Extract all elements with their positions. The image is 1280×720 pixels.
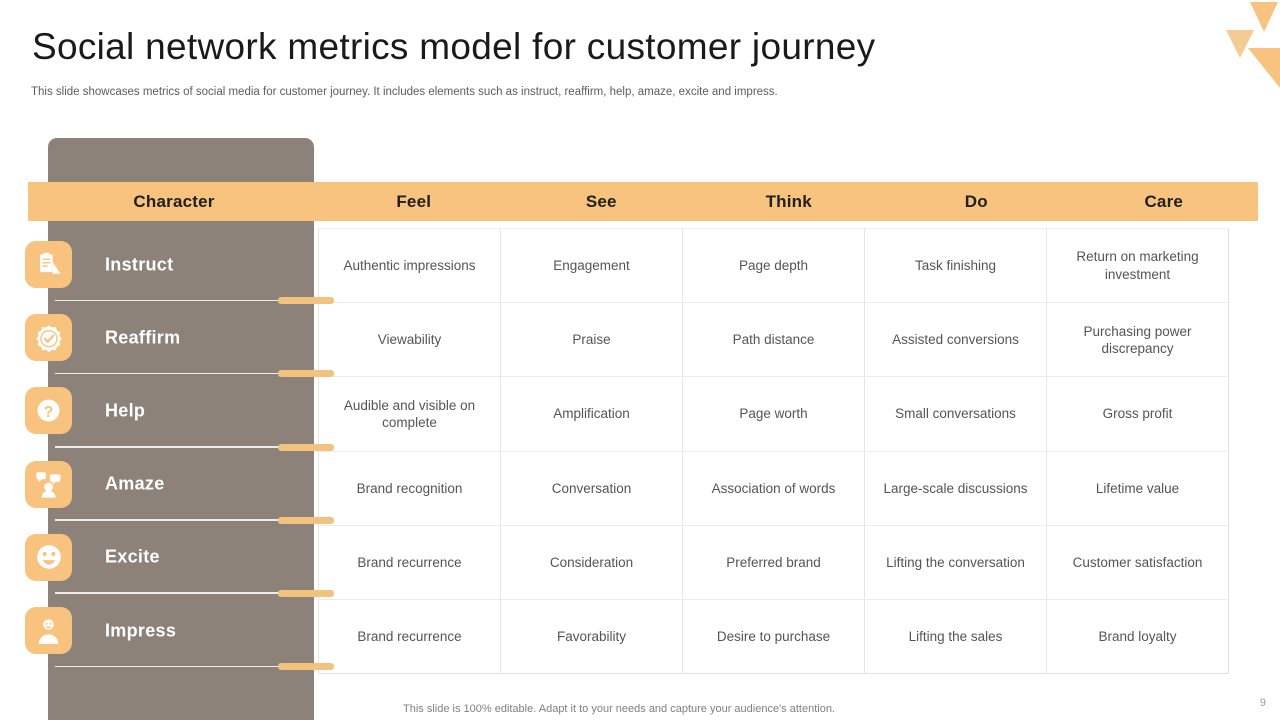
character-label: Excite	[105, 546, 160, 567]
character-row-connector	[278, 663, 334, 671]
table-cell: Association of words	[683, 451, 865, 525]
question-mark-circle-icon: ?	[25, 387, 72, 435]
column-header-feel: Feel	[396, 191, 432, 211]
character-row-connector	[278, 297, 334, 305]
character-row-impress[interactable]: Impress	[0, 594, 340, 671]
column-header-do: Do	[964, 191, 988, 211]
table-cell: Favorability	[501, 599, 683, 674]
smiley-face-icon	[25, 533, 72, 581]
table-cell: Brand recurrence	[319, 599, 501, 674]
character-row-divider	[55, 445, 315, 448]
table-cell: Purchasing power discrepancy	[1047, 303, 1229, 377]
table-cell: Brand recognition	[319, 451, 501, 525]
table-cell: Brand loyalty	[1047, 599, 1229, 674]
character-row-connector	[278, 370, 334, 378]
footer-note: This slide is 100% editable. Adapt it to…	[403, 703, 835, 715]
table-cell: Lifetime value	[1047, 451, 1229, 525]
page-number: 9	[1259, 697, 1266, 709]
clipboard-document-icon	[25, 241, 72, 288]
character-row-divider	[55, 299, 315, 302]
character-row-connector	[278, 516, 334, 524]
character-row-instruct[interactable]: Instruct	[0, 228, 340, 305]
character-row-connector	[278, 443, 334, 451]
check-badge-icon	[25, 314, 72, 362]
character-row-divider	[55, 665, 315, 668]
table-cell: Desire to purchase	[683, 599, 865, 674]
page-title: Social network metrics model for custome…	[32, 26, 876, 67]
page-subtitle: This slide showcases metrics of social m…	[31, 86, 778, 98]
table-cell: Conversation	[501, 451, 683, 525]
character-panel	[48, 138, 314, 720]
table-cell: Small conversations	[865, 377, 1047, 451]
column-header-care: Care	[1144, 191, 1184, 211]
table-cell: Path distance	[683, 303, 865, 377]
column-header-character: Character	[133, 191, 215, 211]
table-cell: Preferred brand	[683, 525, 865, 599]
table-header-row: Character Feel See Think Do Care	[28, 182, 1258, 221]
character-row-divider	[55, 519, 315, 521]
table-cell: Praise	[501, 303, 683, 377]
person-avatar-icon	[25, 607, 72, 654]
character-label: Help	[105, 400, 146, 421]
table-cell: Audible and visible on complete	[319, 377, 501, 451]
table-cell: Lifting the sales	[865, 599, 1047, 674]
table-cell: Page depth	[683, 229, 865, 303]
table-cell: Page worth	[683, 377, 865, 451]
table-cell: Large-scale discussions	[865, 451, 1047, 525]
table-cell: Lifting the conversation	[865, 525, 1047, 599]
person-speech-bubbles-icon	[25, 460, 72, 508]
character-row-help[interactable]: ? Help	[0, 374, 340, 451]
character-row-divider	[55, 592, 315, 594]
column-header-see: See	[585, 191, 617, 211]
svg-text:?: ?	[44, 403, 54, 421]
character-label: Amaze	[105, 473, 165, 494]
table-cell: Task finishing	[865, 229, 1047, 303]
table-cell: Authentic impressions	[319, 229, 501, 303]
character-row-reaffirm[interactable]: Reaffirm	[0, 301, 340, 378]
table-cell: Amplification	[501, 377, 683, 451]
table-cell: Brand recurrence	[319, 525, 501, 599]
column-header-think: Think	[765, 191, 812, 211]
table-cell: Assisted conversions	[865, 303, 1047, 377]
character-row-divider	[55, 372, 315, 375]
table-cell: Customer satisfaction	[1047, 525, 1229, 599]
character-row-amaze[interactable]: Amaze	[0, 448, 340, 524]
character-label: Instruct	[105, 254, 174, 275]
table-cell: Viewability	[319, 303, 501, 377]
corner-decoration	[1226, 2, 1280, 88]
character-row-connector	[278, 589, 334, 597]
table-cell: Engagement	[501, 229, 683, 303]
character-label: Reaffirm	[105, 327, 181, 348]
table-cell: Gross profit	[1047, 377, 1229, 451]
character-row-excite[interactable]: Excite	[0, 521, 340, 597]
table-cell: Consideration	[501, 525, 683, 599]
character-label: Impress	[105, 620, 177, 641]
table-cell: Return on marketing investment	[1047, 229, 1229, 303]
